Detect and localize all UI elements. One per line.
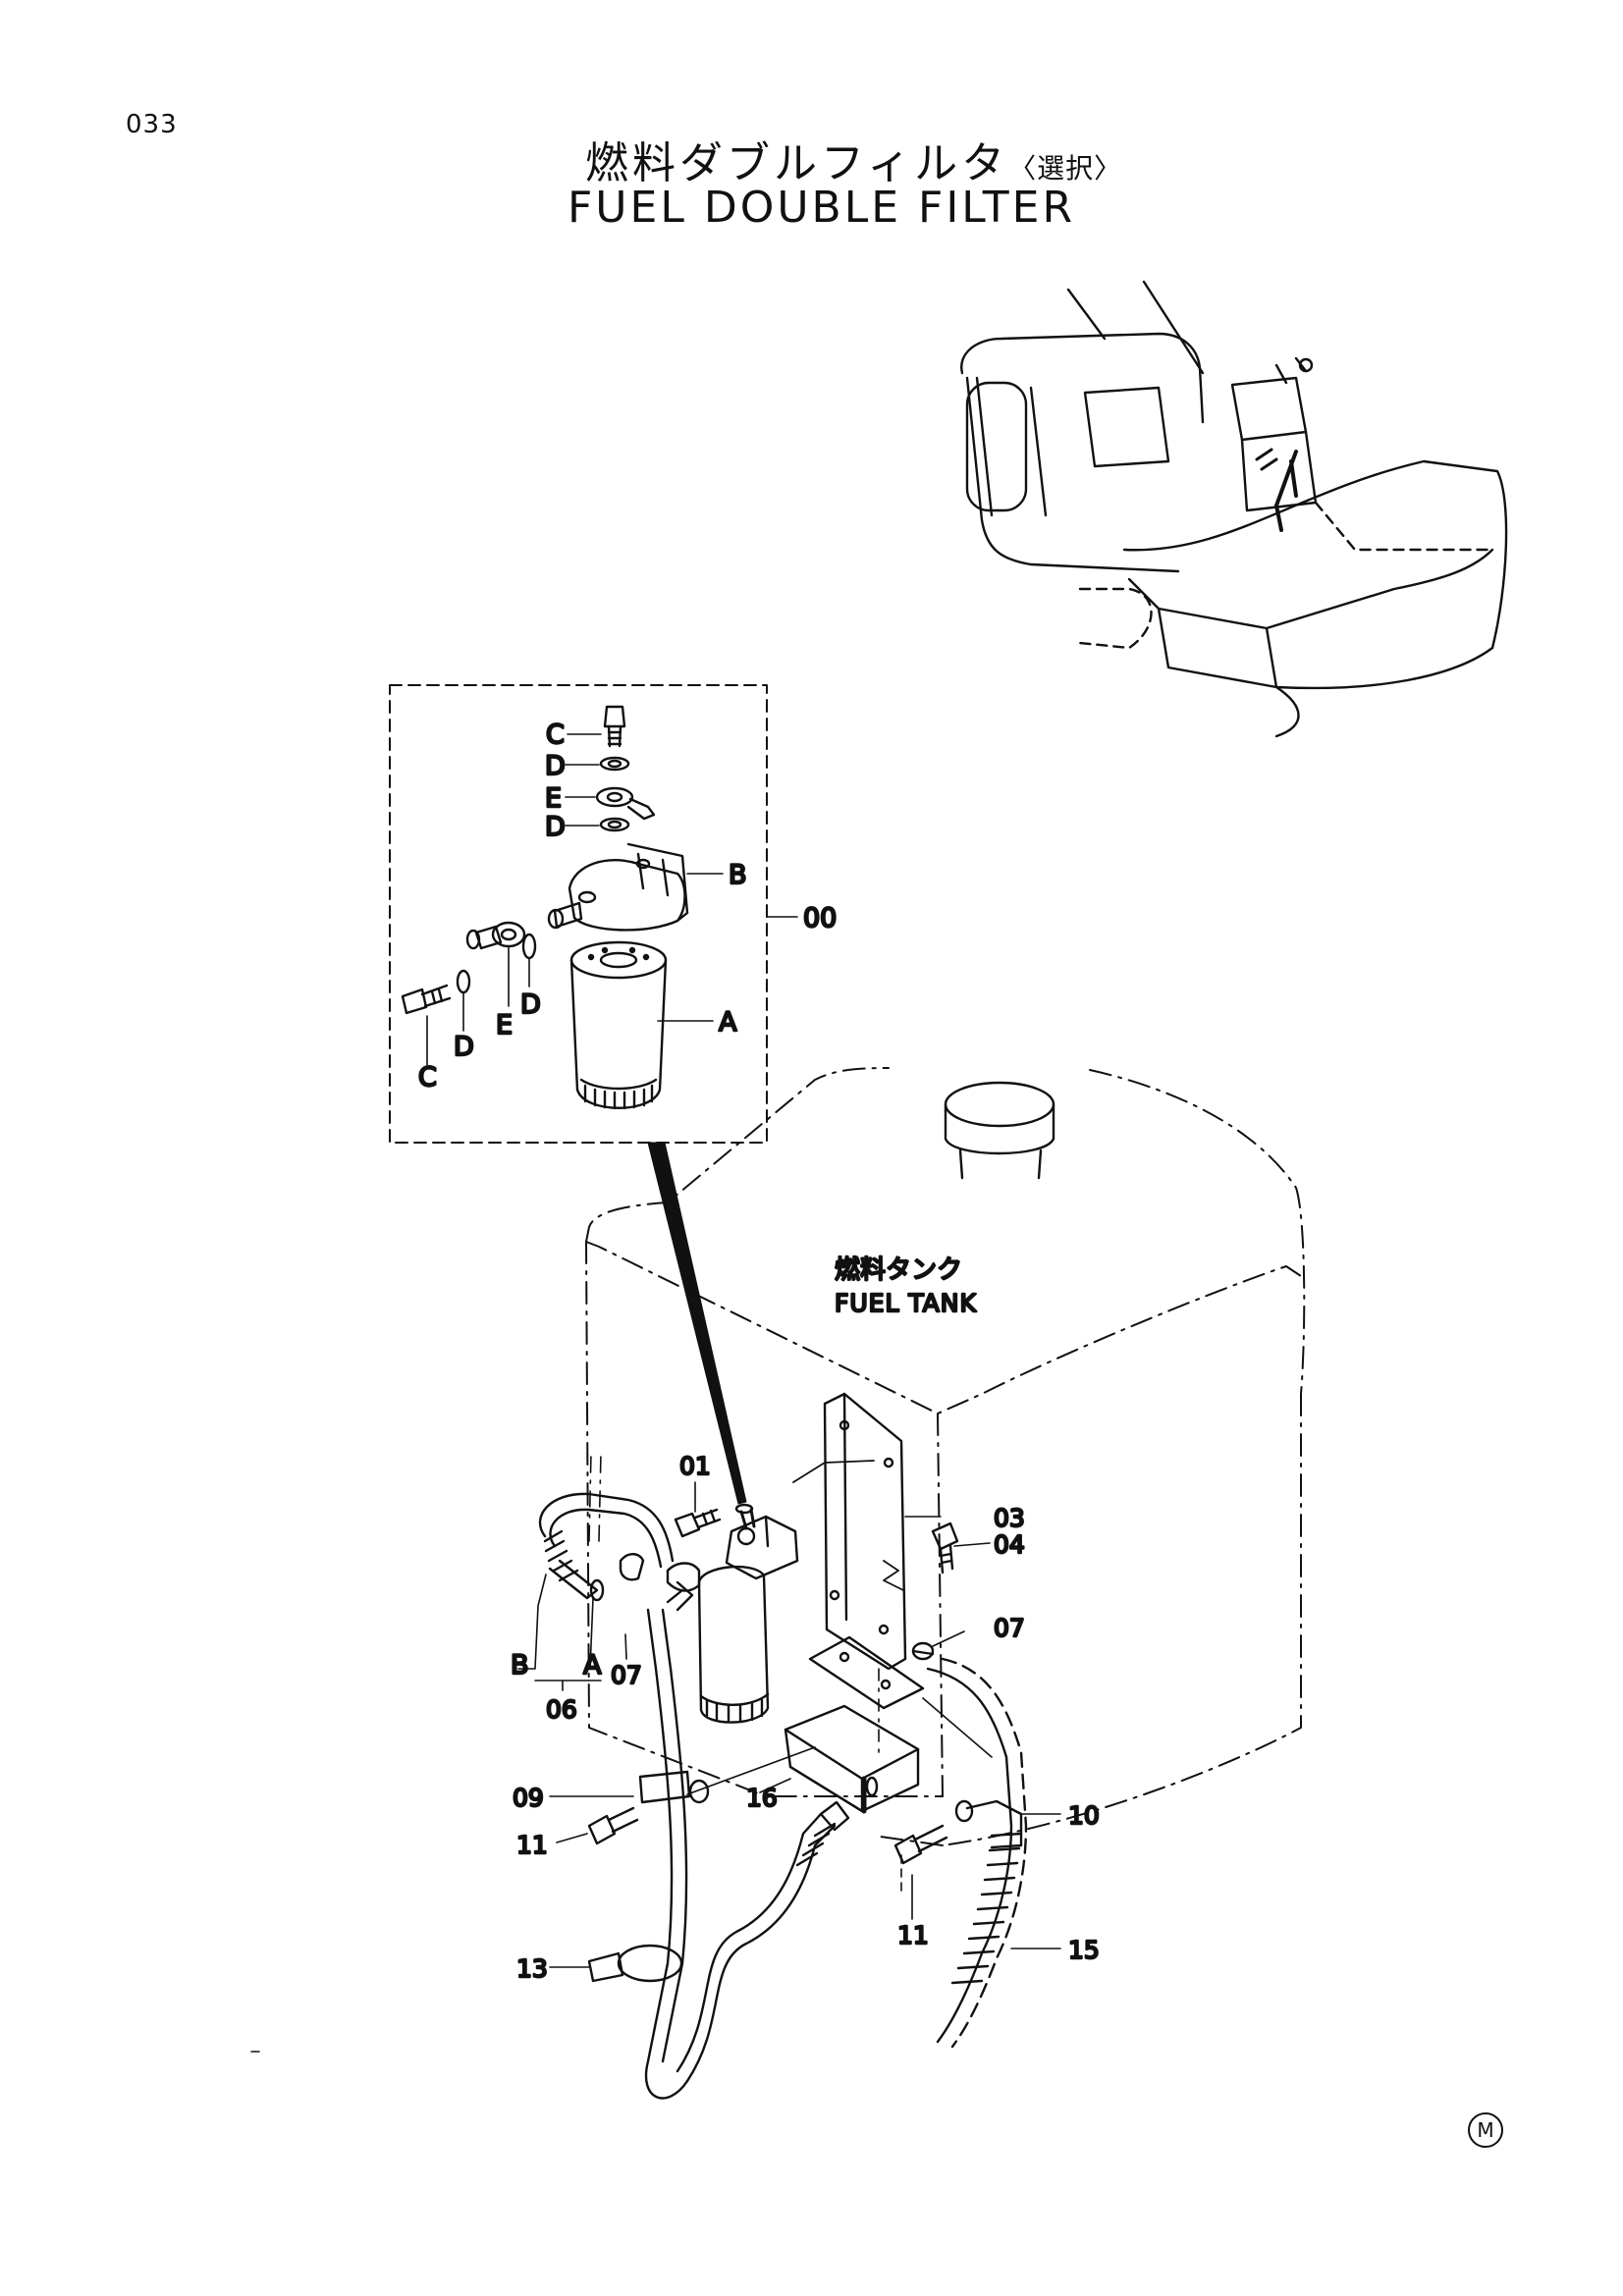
part-label-09: 09	[513, 1784, 544, 1812]
m-mark-icon: M	[1468, 2112, 1503, 2148]
filter-mount-assembly	[619, 1392, 959, 1814]
label-d-top-2: D	[545, 812, 566, 842]
part-leader-lines	[517, 1481, 1061, 1968]
part-label-07-left: 07	[611, 1661, 642, 1689]
fuel-tank-outline	[585, 1067, 1306, 1846]
title-japanese: 燃料ダブルフィルタ〈選択〉	[585, 128, 1122, 190]
label-c-top: C	[546, 720, 565, 750]
part-label-07-right: 07	[994, 1614, 1025, 1642]
excavator-overview-illustration	[960, 280, 1508, 738]
fuel-tank-filler-cap	[944, 1081, 1055, 1180]
label-b-detail: B	[729, 860, 747, 890]
label-assembly: 00	[803, 903, 837, 934]
label-d-left: D	[454, 1032, 474, 1062]
part-label-01: 01	[679, 1452, 711, 1480]
tank-label-english: FUEL TANK	[835, 1289, 977, 1317]
part-label-13: 13	[516, 1954, 548, 1983]
title-english: FUEL DOUBLE FILTER	[568, 183, 1076, 233]
label-d-mid: D	[520, 989, 541, 1020]
detail-parts-illustration	[401, 705, 689, 1110]
part-label-b-hose: B	[511, 1650, 529, 1681]
part-label-04: 04	[994, 1530, 1025, 1559]
detail-box	[389, 684, 768, 1144]
part-label-06: 06	[546, 1695, 577, 1724]
part-label-16: 16	[746, 1784, 778, 1812]
tank-label-japanese: 燃料タンク	[835, 1255, 962, 1285]
title-japanese-note: 〈選択〉	[1008, 152, 1123, 185]
part-label-11-left: 11	[516, 1831, 548, 1859]
page-number: 033	[126, 110, 178, 139]
label-a-detail: A	[719, 1007, 737, 1038]
title-japanese-text: 燃料ダブルフィルタ	[585, 138, 1009, 188]
detail-leader-lines	[426, 733, 798, 1066]
detail-pointer-wedge	[647, 1142, 747, 1505]
part-label-15: 15	[1068, 1936, 1100, 1964]
part-label-03: 03	[994, 1504, 1025, 1532]
part-label-10: 10	[1068, 1801, 1100, 1830]
label-e-left: E	[496, 1010, 513, 1041]
label-d-top-1: D	[545, 751, 566, 781]
part-label-11-right: 11	[897, 1921, 929, 1949]
label-e-top: E	[545, 783, 562, 814]
label-c-left: C	[418, 1062, 437, 1093]
fuel-hoses	[538, 1452, 1028, 2100]
part-label-a-hose: A	[583, 1650, 602, 1681]
